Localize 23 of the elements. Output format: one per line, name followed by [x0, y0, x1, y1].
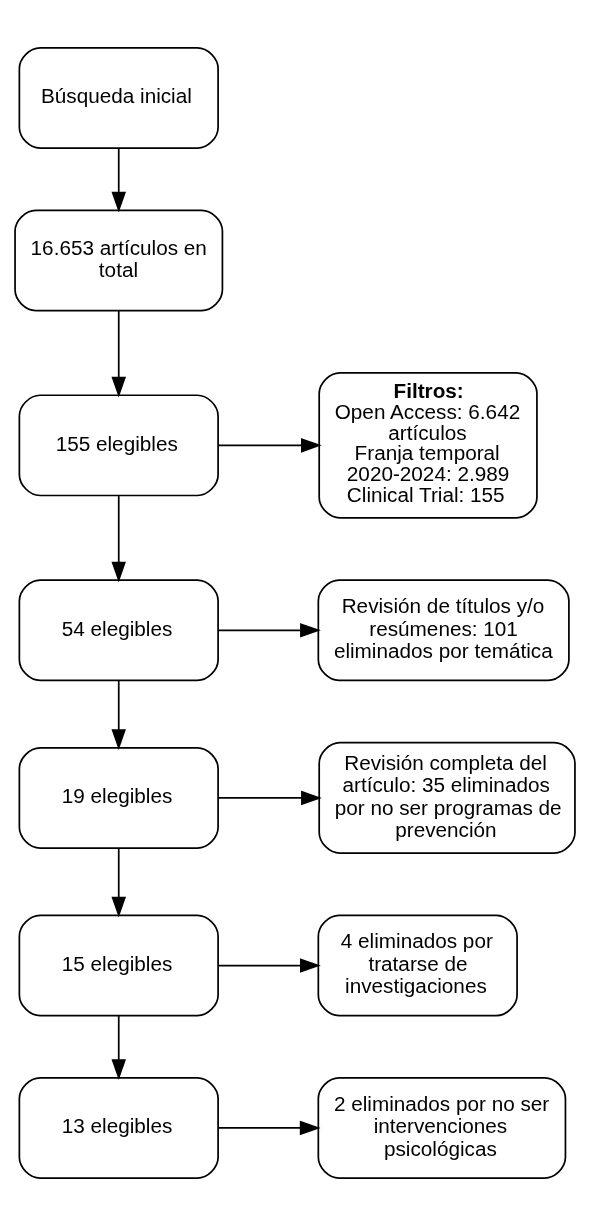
arrow	[111, 309, 126, 398]
arrow	[111, 494, 126, 583]
node-box: Búsqueda inicial	[18, 47, 219, 149]
arrow	[217, 623, 321, 638]
arrow	[217, 958, 321, 973]
node-box: Revisión completa del artículo: 35 eliminados por no ser programas de prevención	[318, 741, 576, 855]
arrow	[111, 847, 126, 918]
node-box: Revisión de títulos y/o resúmenes: 101 eliminados por temática	[317, 579, 570, 682]
node-box: 15 elegibles	[18, 914, 219, 1017]
node-box: 2 eliminados por no ser intervenciones psicológicas	[317, 1077, 567, 1179]
node-box: 155 elegibles	[18, 394, 219, 497]
node-box: 16.653 artículos en total	[14, 209, 224, 312]
node-box: Filtros: Open Access: 6.642 artículos Franja temporal 2020-2024: 2.989 Clinical Trial: 155	[318, 371, 538, 519]
arrow	[111, 147, 126, 213]
arrow	[111, 1014, 126, 1081]
arrow	[111, 679, 126, 750]
node-box: 13 elegibles	[18, 1077, 219, 1179]
arrow	[217, 438, 322, 453]
node-box: 54 elegibles	[18, 579, 219, 682]
arrow	[217, 790, 322, 806]
node-box: 4 eliminados por tratarse de investigaciones	[317, 914, 518, 1017]
arrow	[217, 1120, 321, 1136]
node-box: 19 elegibles	[18, 746, 219, 849]
